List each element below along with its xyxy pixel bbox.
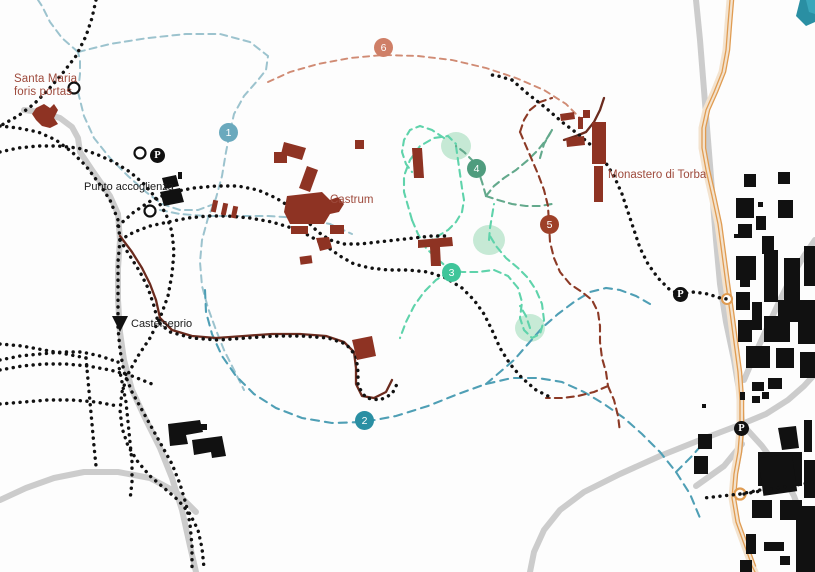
trail-marker-6[interactable]: 6 [374, 38, 393, 57]
parking-marker-3[interactable]: P [734, 421, 749, 436]
trail-marker-3[interactable]: 3 [442, 263, 461, 282]
trail-3-green[interactable] [398, 124, 546, 340]
trail-marker-1[interactable]: 1 [219, 123, 238, 142]
green-areas [441, 132, 545, 342]
parking-marker-2[interactable]: P [673, 287, 688, 302]
trail-5-brown[interactable] [518, 96, 622, 434]
trail-marker-4[interactable]: 4 [467, 159, 486, 178]
trail-node-circles[interactable] [67, 81, 157, 218]
footpath-bottom-right [742, 480, 815, 496]
archaeological-ruins [32, 104, 606, 360]
water-body [796, 0, 815, 26]
castelseprio-marker[interactable] [112, 316, 128, 332]
trail-4-sage[interactable] [454, 128, 554, 208]
trail-2-teal[interactable] [203, 286, 708, 520]
trail-marker-2[interactable]: 2 [355, 411, 374, 430]
trail-6-salmon[interactable] [267, 54, 581, 119]
trail-marker-5[interactable]: 5 [540, 215, 559, 234]
main-road [698, 0, 759, 572]
parking-marker-1[interactable]: P [150, 148, 165, 163]
castrum-wall [118, 96, 606, 400]
building-footprints [160, 172, 815, 572]
trail-1-light-blue[interactable] [37, 0, 353, 391]
